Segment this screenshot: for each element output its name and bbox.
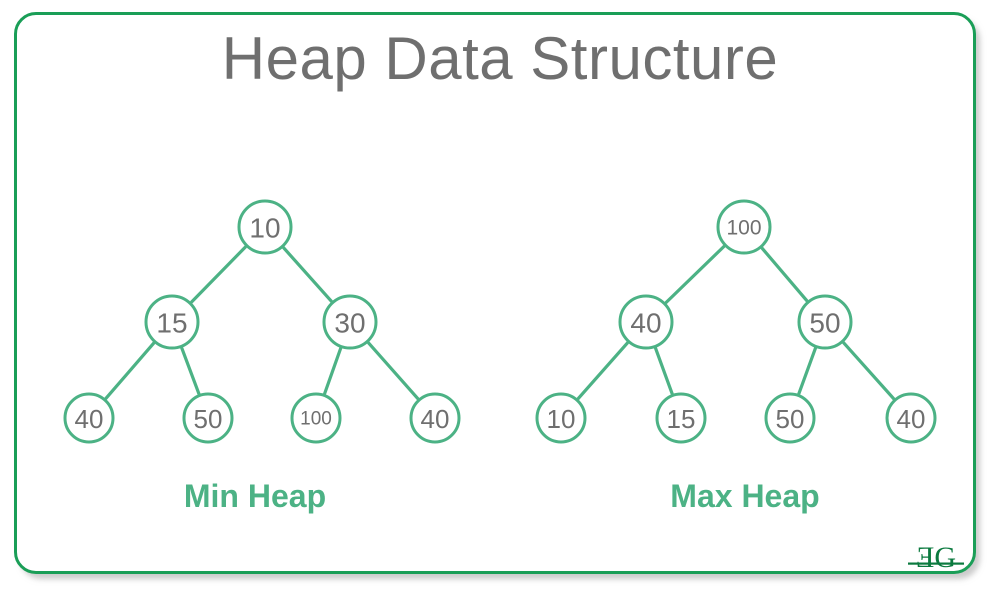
caption-max-heap: Max Heap [670, 478, 820, 514]
geeksforgeeks-logo-icon: ƎG [908, 543, 964, 574]
caption-min-heap: Min Heap [183, 478, 327, 514]
logo-text: ƎG [916, 543, 956, 574]
logo-bar [908, 562, 964, 565]
page-title: Heap Data Structure [221, 25, 779, 92]
diagram-frame [14, 12, 976, 574]
